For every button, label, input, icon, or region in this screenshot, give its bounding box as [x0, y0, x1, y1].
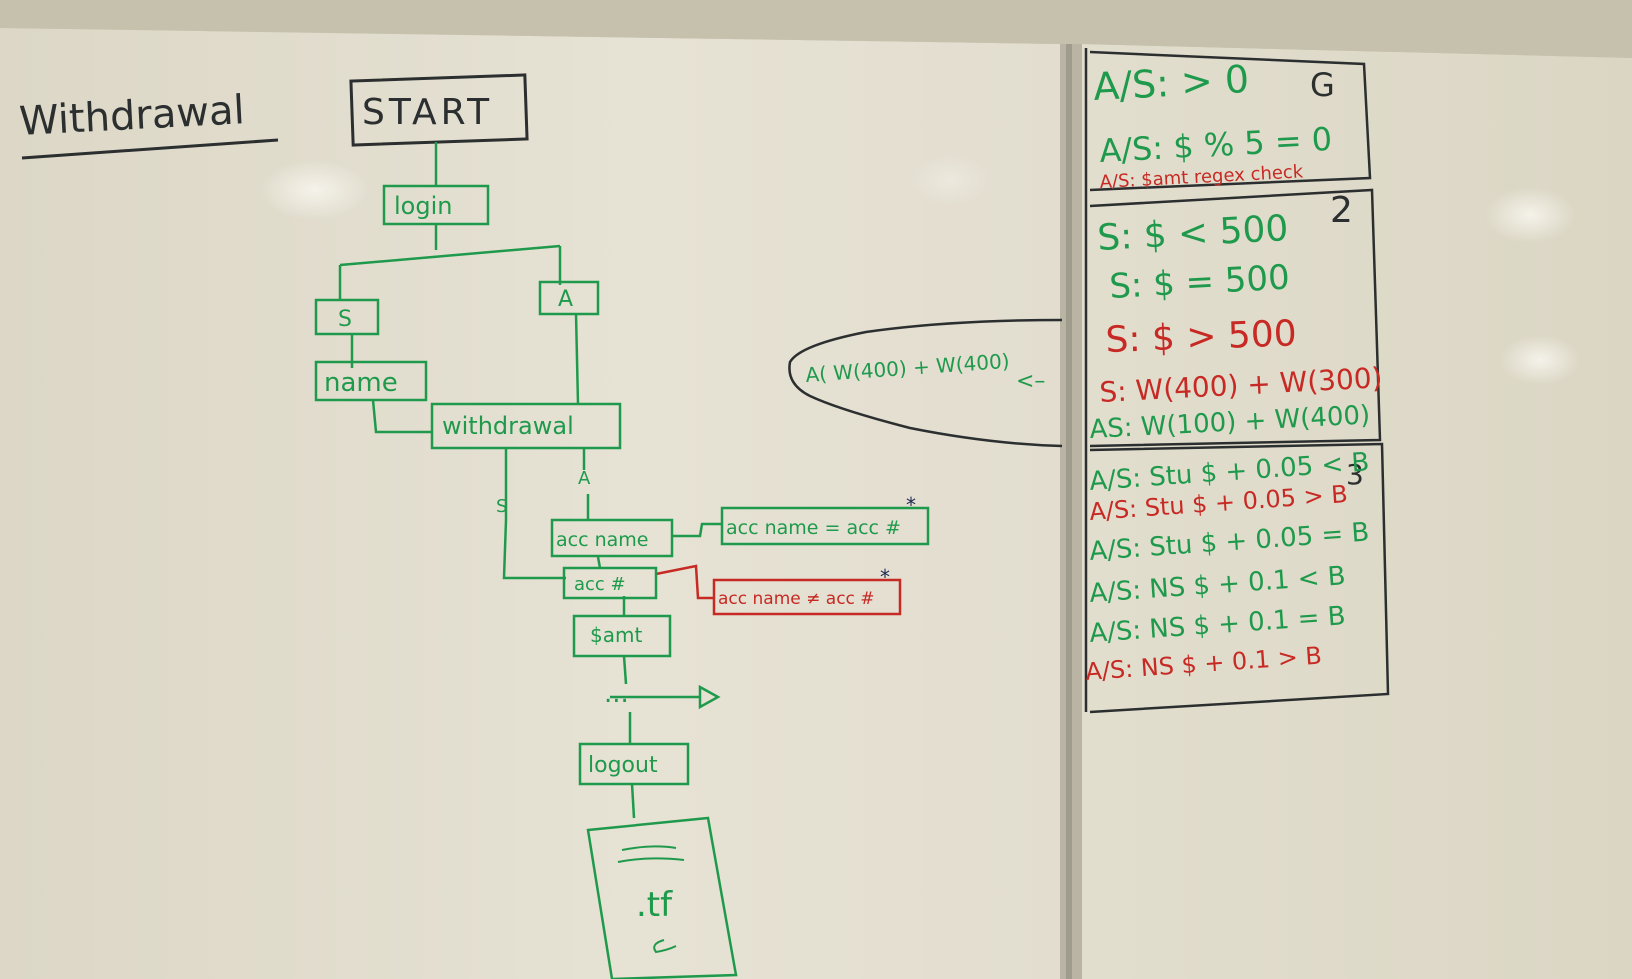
amount-node: $amt	[572, 614, 672, 658]
section-1-number: G	[1310, 66, 1335, 104]
section-3-number: 3	[1346, 458, 1364, 491]
transaction-file: .tf	[586, 816, 738, 979]
svg-text:S: S	[338, 307, 352, 332]
acc-number-node: acc #	[562, 566, 658, 600]
svg-text:acc name = acc #: acc name = acc #	[726, 517, 901, 539]
svg-text:<–: <–	[1016, 369, 1045, 394]
start-node: START	[349, 73, 529, 147]
svg-text:logout: logout	[588, 753, 658, 778]
withdrawal-node: withdrawal	[430, 402, 622, 450]
edge-label-a: A	[578, 468, 591, 489]
left-panel	[0, 28, 1060, 979]
svg-text:withdrawal: withdrawal	[442, 412, 574, 440]
test-case-line: A/S: > 0	[1092, 57, 1250, 109]
svg-text:login: login	[394, 192, 452, 220]
logout-node: logout	[578, 742, 690, 786]
acc-mismatch-node: acc name ≠ acc # *	[712, 565, 902, 616]
svg-text:A: A	[558, 287, 573, 312]
top-frame	[0, 0, 1632, 58]
name-node: name	[314, 360, 428, 402]
test-case-line: S: $ > 500	[1105, 313, 1297, 361]
mismatch-connector	[655, 564, 714, 600]
continuation-ellipsis: ...	[604, 679, 629, 709]
svg-text:*: *	[880, 565, 890, 589]
login-node: login	[382, 184, 490, 226]
svg-text:START: START	[362, 92, 493, 133]
test-case-line: S: $ = 500	[1108, 258, 1290, 307]
svg-text:name: name	[324, 368, 398, 398]
right-panel	[1080, 44, 1632, 979]
svg-text:*: *	[906, 493, 916, 517]
test-case-line: S: $ < 500	[1096, 208, 1289, 259]
svg-text:.tf: .tf	[636, 885, 673, 925]
branch-s-node: S	[314, 298, 380, 336]
svg-text:acc #: acc #	[574, 574, 626, 595]
branch-a-node: A	[538, 280, 600, 316]
test-cases-panel	[1084, 48, 1390, 714]
svg-text:acc name: acc name	[556, 529, 648, 551]
svg-text:$amt: $amt	[590, 623, 642, 647]
acc-name-node: acc name	[550, 518, 674, 558]
edge-label-s: S	[496, 496, 507, 517]
acc-match-node: acc name = acc # *	[720, 493, 930, 546]
svg-text:acc name ≠ acc #: acc name ≠ acc #	[718, 589, 875, 609]
flow-connectors	[338, 142, 722, 819]
section-2-number: 2	[1330, 190, 1353, 231]
